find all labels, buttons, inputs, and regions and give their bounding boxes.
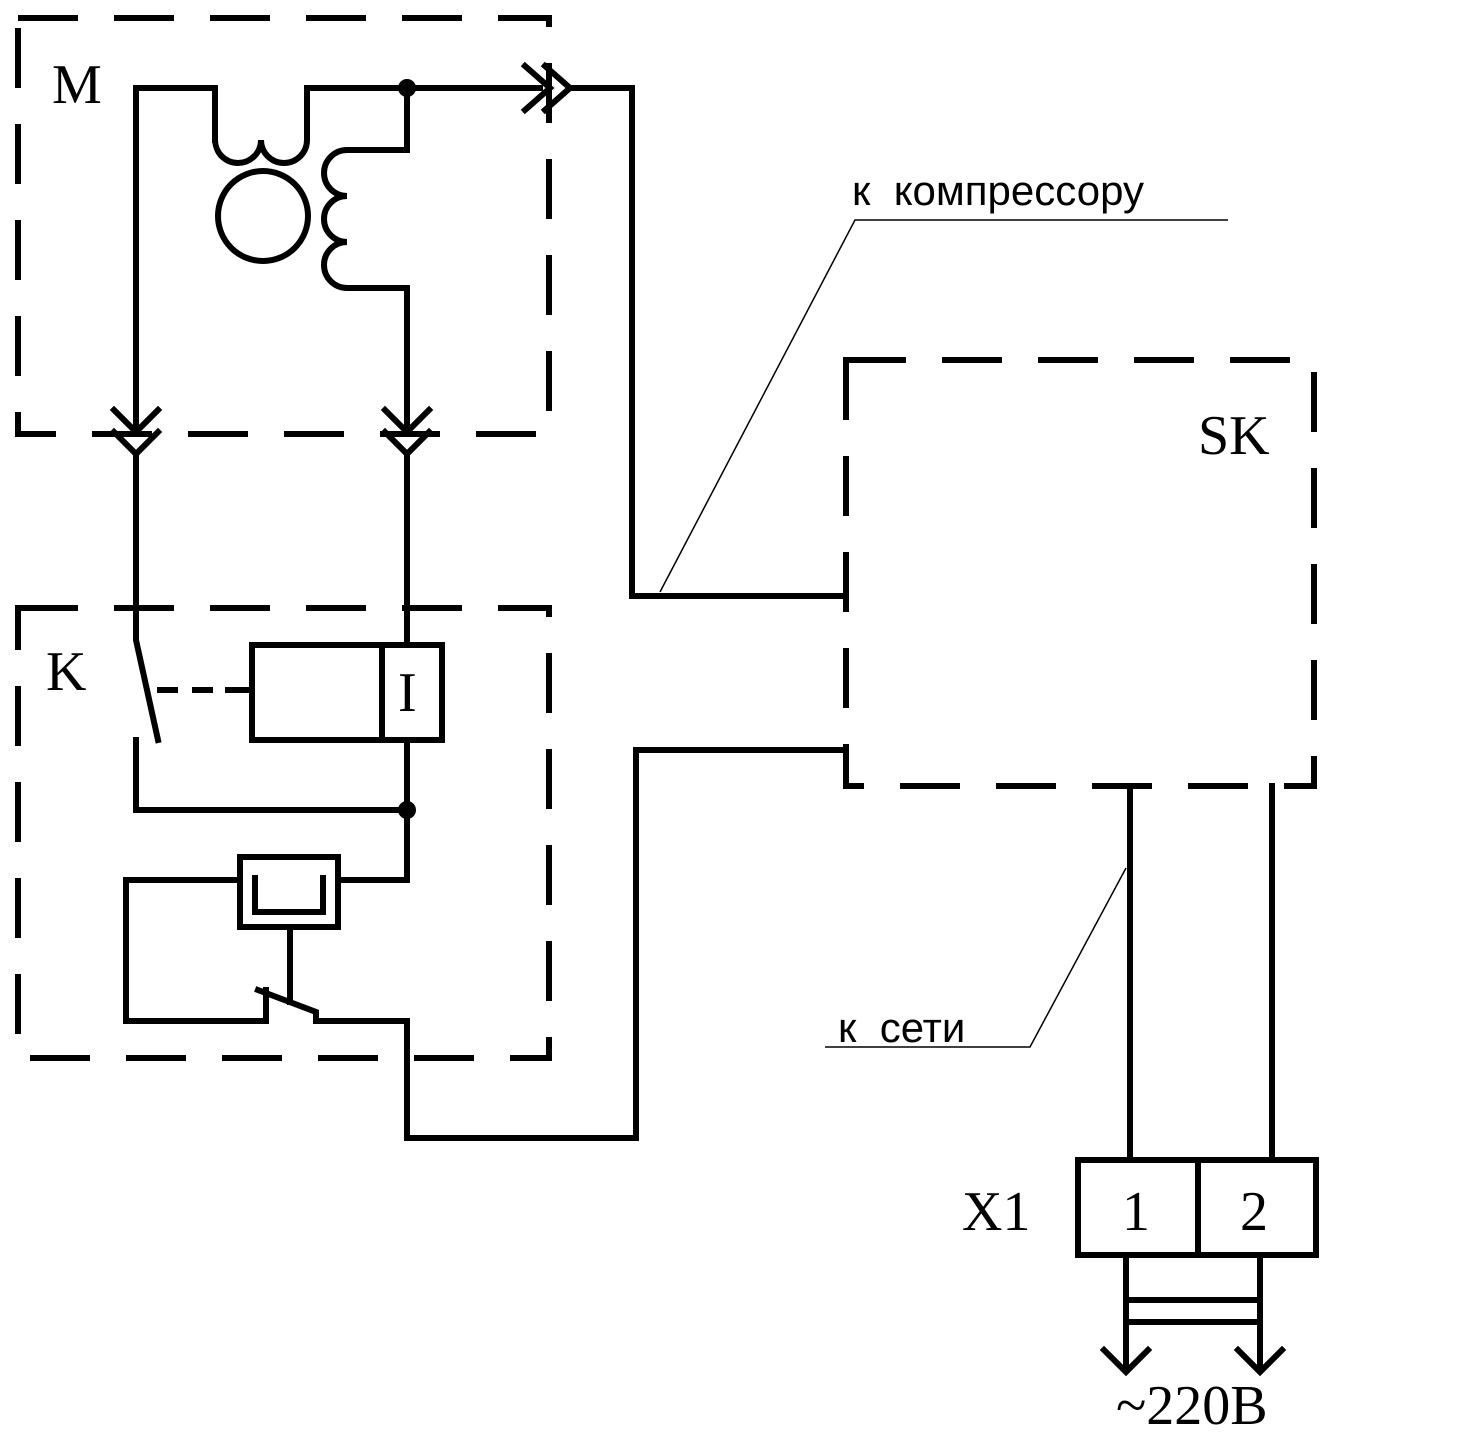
motor-plug-left — [109, 405, 163, 611]
motor-plug-right — [380, 405, 434, 648]
thermostat-enclosure — [843, 357, 1317, 789]
to-compressor-label: к компрессору — [852, 167, 1144, 214]
relay-coil-marker: I — [398, 662, 417, 724]
mains-wires — [1075, 783, 1319, 1377]
to-mains-label: к сети — [838, 1004, 965, 1051]
relay-symbol — [123, 605, 849, 1141]
connector-label: X1 — [962, 1181, 1030, 1243]
motor-symbol — [133, 61, 849, 599]
mains-leader-line — [825, 867, 1127, 1048]
motor-label: M — [52, 54, 102, 116]
thermostat-label: SK — [1198, 405, 1270, 467]
motor-enclosure — [15, 15, 552, 437]
relay-enclosure — [15, 605, 552, 1061]
compressor-leader-line — [659, 219, 1228, 593]
voltage-label: ~220В — [1116, 1375, 1268, 1437]
connector-pin-2: 2 — [1240, 1181, 1268, 1243]
connector-pin-1: 1 — [1122, 1181, 1150, 1243]
relay-label: K — [46, 641, 86, 703]
